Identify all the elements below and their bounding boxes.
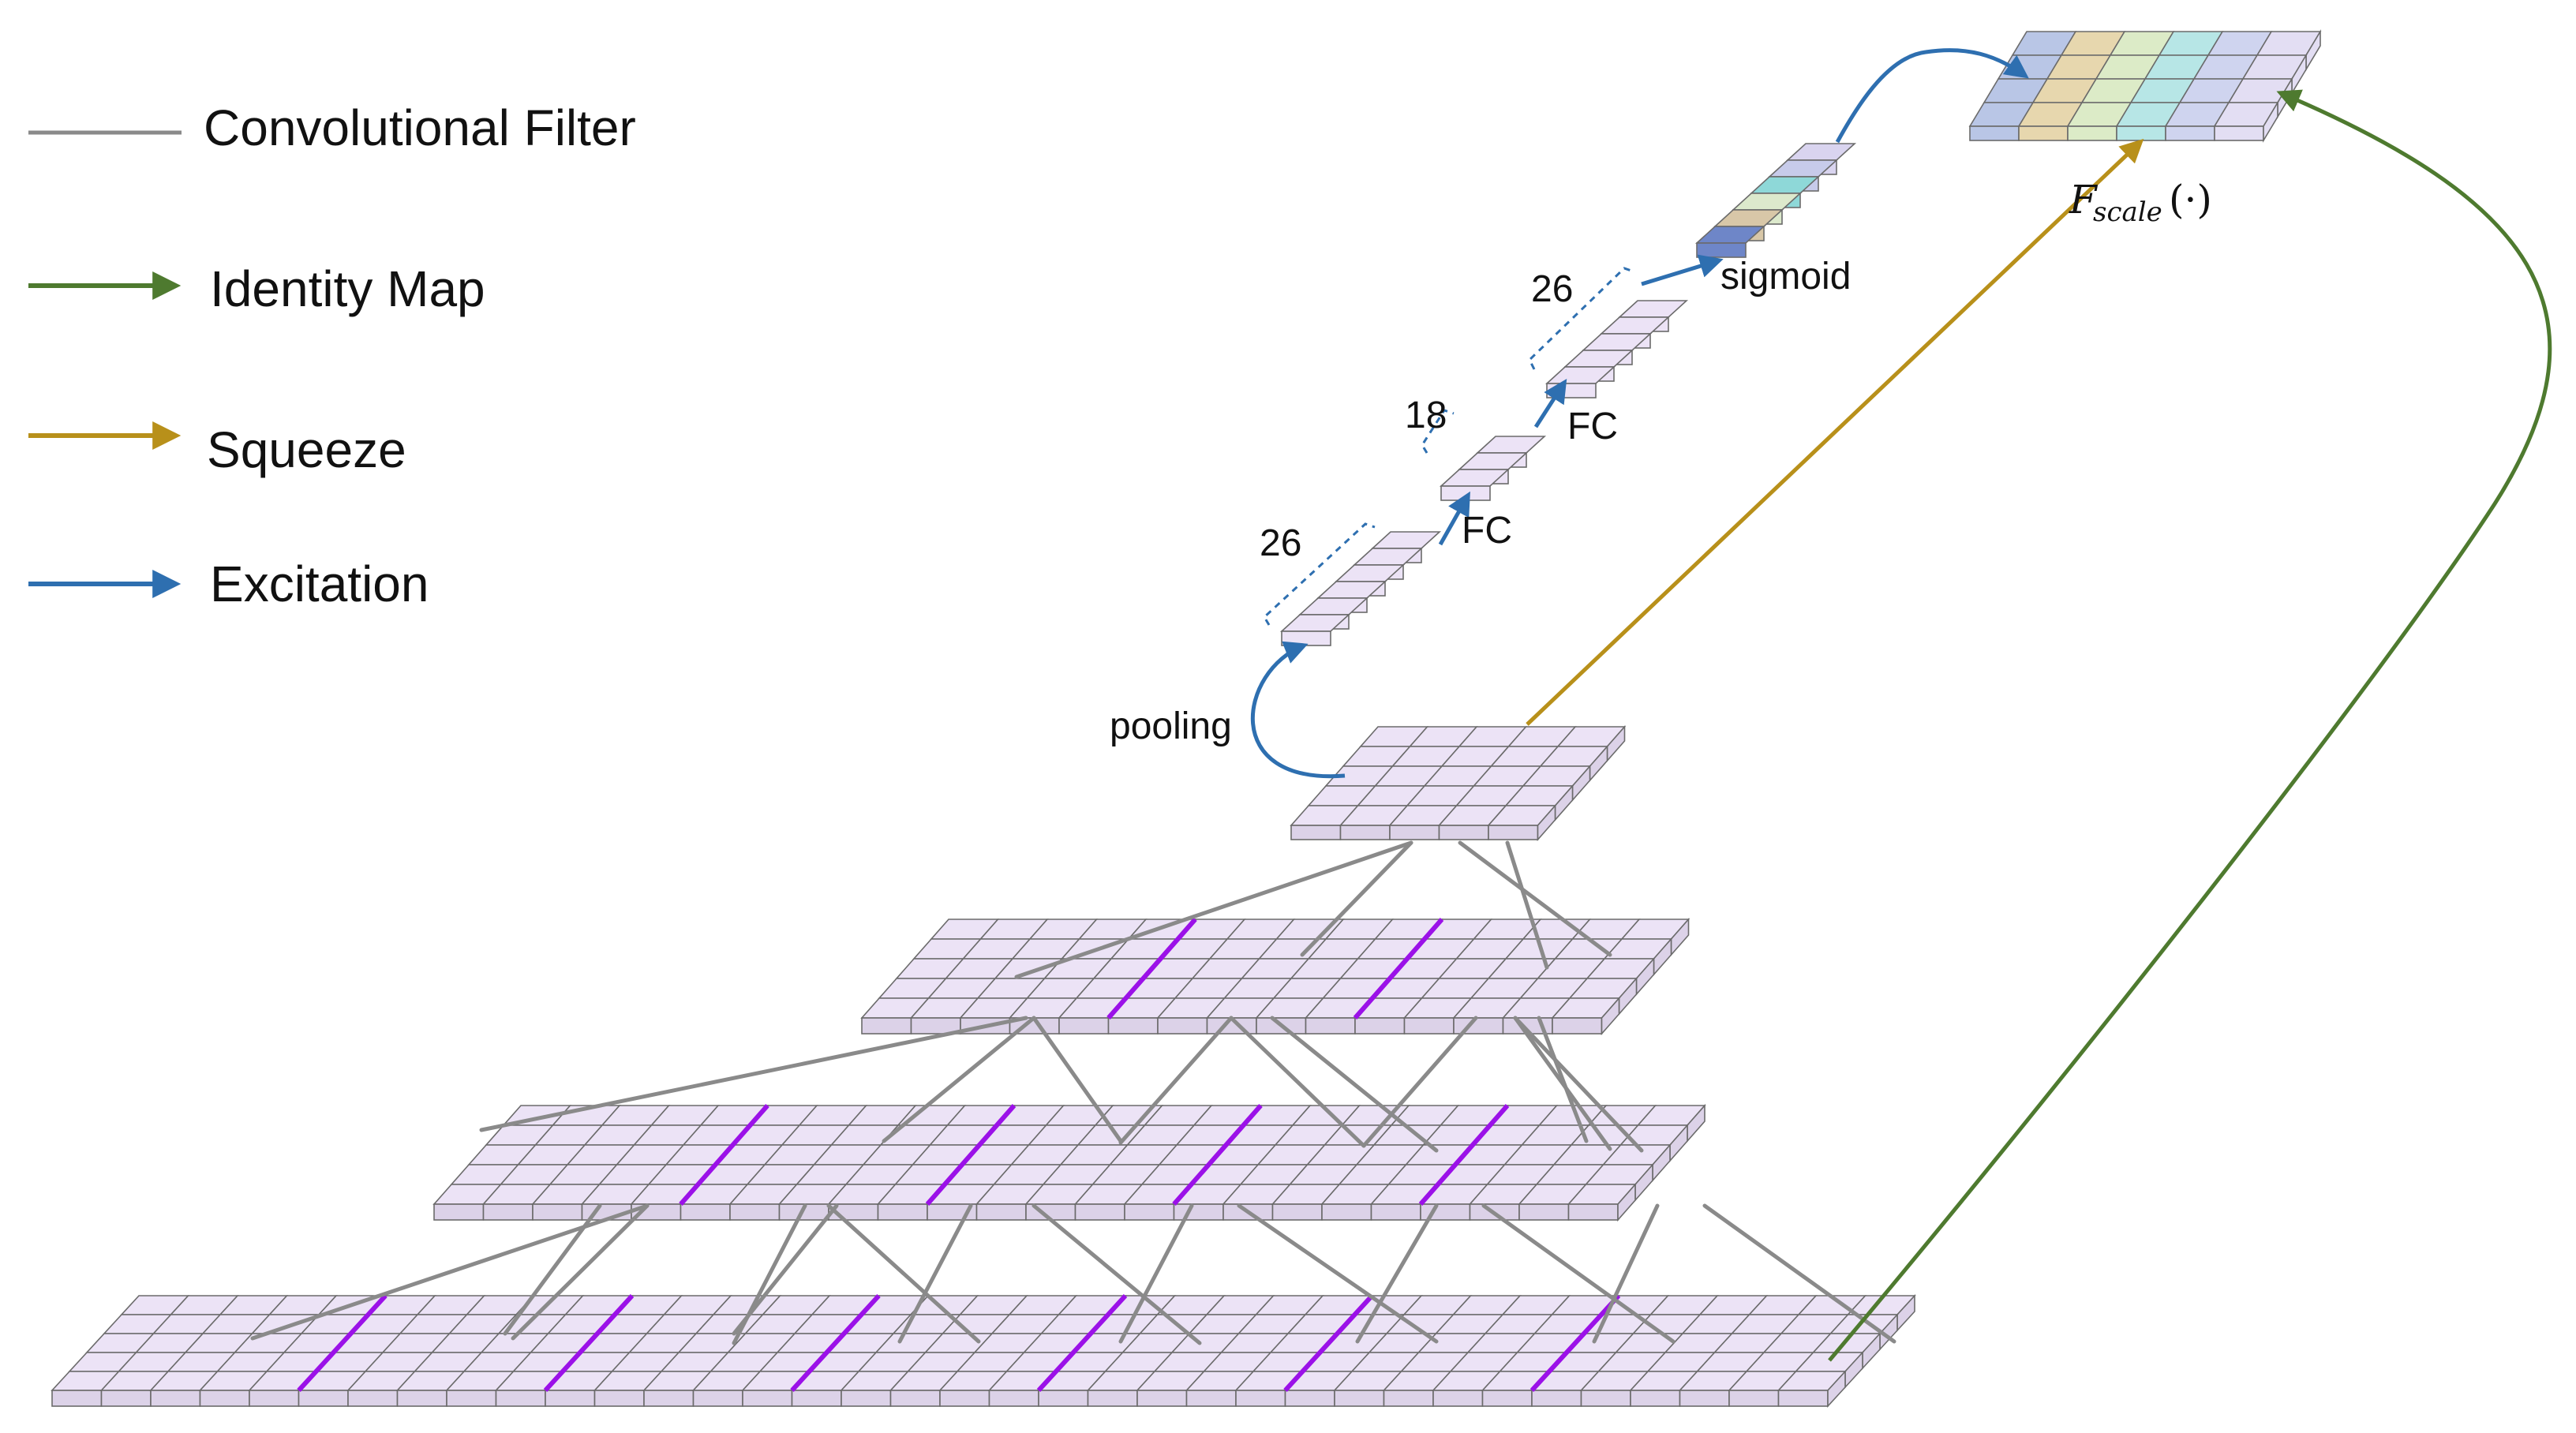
fscale-main: F bbox=[2069, 177, 2099, 223]
conv-filter-line bbox=[1032, 1203, 1202, 1345]
highlight-stripe bbox=[1283, 1293, 1374, 1393]
sigmoid-label: sigmoid bbox=[1720, 256, 1851, 297]
dim-bracket-bottom bbox=[1263, 522, 1376, 626]
fscale-sub: scale bbox=[2093, 196, 2162, 228]
vector-sigmoid bbox=[1694, 143, 1857, 258]
vector-fc2 bbox=[1544, 300, 1689, 398]
feature-map-layer-1 bbox=[51, 1293, 1916, 1409]
legend-item-conv-filter: Convolutional Filter bbox=[28, 99, 636, 156]
conv-filter-line bbox=[1300, 840, 1413, 957]
legend-label-identity: Identity Map bbox=[210, 260, 485, 317]
highlight-stripe bbox=[1172, 1104, 1263, 1206]
legend-item-identity-map: Identity Map bbox=[28, 260, 485, 317]
conv-filter-line bbox=[1032, 1016, 1123, 1143]
scaled-output-map bbox=[1968, 29, 2322, 143]
fc-label-2: FC bbox=[1567, 406, 1618, 447]
legend-item-excitation: Excitation bbox=[28, 556, 429, 612]
highlight-stripe bbox=[1036, 1293, 1128, 1393]
conv-filter-line bbox=[1237, 1203, 1439, 1344]
conv-filter-line bbox=[1014, 840, 1413, 979]
highlight-stripe bbox=[297, 1293, 388, 1393]
conv-filter-connections bbox=[250, 840, 1896, 1345]
conv-filter-line bbox=[1355, 1203, 1439, 1344]
conv-filter-line bbox=[1592, 1203, 1660, 1344]
legend-label-conv: Convolutional Filter bbox=[204, 99, 636, 156]
highlight-stripe bbox=[1353, 918, 1444, 1020]
feature-map-layer-3 bbox=[860, 917, 1690, 1036]
legend-item-squeeze: Squeeze bbox=[28, 421, 406, 478]
highlight-stripe bbox=[1106, 918, 1197, 1020]
conv-filter-line bbox=[1458, 840, 1612, 957]
legend: Convolutional Filter Identity Map Squeez… bbox=[28, 99, 636, 612]
conv-filter-line bbox=[1505, 840, 1549, 970]
highlight-stripe bbox=[790, 1293, 881, 1393]
legend-label-excitation: Excitation bbox=[210, 556, 429, 612]
highlight-stripe bbox=[543, 1293, 635, 1393]
conv-filter-line bbox=[882, 1016, 1036, 1143]
feature-map-layer-2 bbox=[432, 1103, 1706, 1222]
dim-label-bottom: 26 bbox=[1260, 522, 1301, 564]
vector-pooled bbox=[1279, 531, 1442, 646]
fscale-arg: (·) bbox=[2169, 177, 2212, 223]
highlight-stripe bbox=[679, 1104, 769, 1206]
conv-filter-line bbox=[1229, 1016, 1366, 1148]
conv-filter-line bbox=[732, 1203, 839, 1336]
conv-filter-line bbox=[479, 1016, 1028, 1132]
conv-filter-line bbox=[826, 1203, 981, 1344]
fc-label-1: FC bbox=[1462, 510, 1512, 552]
dim-bracket-top bbox=[1528, 267, 1634, 370]
conv-filter-line bbox=[511, 1203, 650, 1341]
pooling-arrow bbox=[1251, 641, 1346, 779]
conv-filter-line bbox=[1513, 1016, 1644, 1153]
vector-fc1 bbox=[1439, 436, 1547, 501]
squeeze-arrow bbox=[1526, 138, 2144, 726]
highlight-stripe bbox=[1418, 1104, 1510, 1206]
conv-filter-line bbox=[1481, 1203, 1676, 1344]
conv-filter-line bbox=[503, 1203, 602, 1336]
legend-label-squeeze: Squeeze bbox=[207, 421, 406, 478]
excitation-vectors bbox=[1279, 143, 1857, 646]
excitation-fc2-arrow bbox=[1533, 378, 1567, 428]
excitation-sigmoid-arrow bbox=[1641, 254, 1724, 286]
dim-label-top: 26 bbox=[1531, 268, 1573, 310]
identity-map-arrow bbox=[1828, 89, 2552, 1362]
highlight-stripe bbox=[1530, 1293, 1621, 1393]
conv-filter-line bbox=[1537, 1016, 1589, 1143]
conv-filter-line bbox=[897, 1203, 973, 1344]
conv-filter-line bbox=[1270, 1016, 1439, 1153]
feature-map-layers bbox=[51, 29, 2322, 1409]
feature-map-layer-4 bbox=[1290, 724, 1627, 842]
dim-label-middle: 18 bbox=[1405, 395, 1447, 436]
fscale-label: F scale (·) bbox=[2069, 177, 2212, 228]
pooling-label: pooling bbox=[1110, 705, 1232, 747]
conv-filter-line bbox=[1118, 1016, 1234, 1145]
excitation-scale-arrow bbox=[1835, 48, 2029, 144]
conv-filter-line bbox=[1118, 1203, 1194, 1344]
dim-bracket-middle bbox=[1421, 409, 1455, 454]
conv-filter-line bbox=[1361, 1016, 1478, 1148]
highlight-stripe bbox=[925, 1104, 1017, 1206]
excitation-fc1-arrow bbox=[1438, 491, 1470, 546]
